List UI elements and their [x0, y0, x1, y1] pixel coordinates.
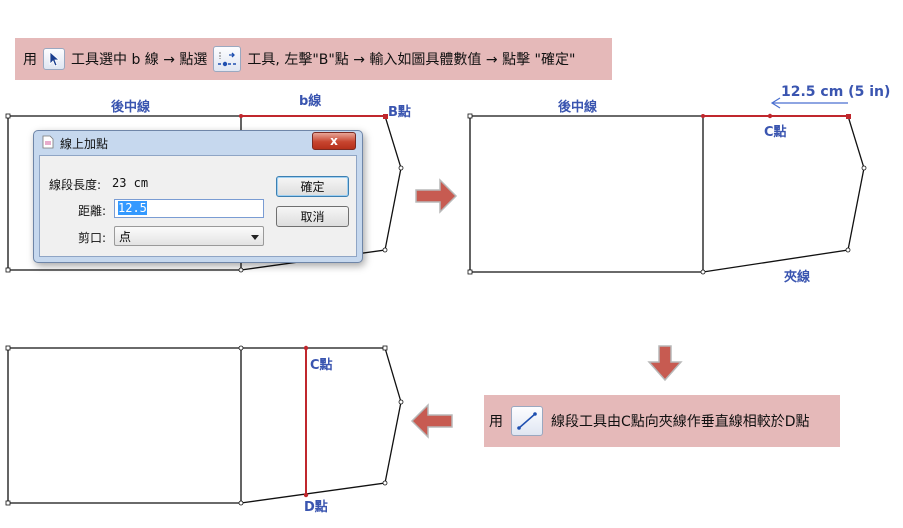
- distance-input[interactable]: 12.5: [114, 199, 264, 218]
- step2-text: 線段工具由C點向夾線作垂直線相較於D點: [551, 414, 810, 430]
- flow-arrow-right-icon: [415, 178, 458, 214]
- label-measure: 12.5 cm (5 in): [781, 84, 891, 100]
- flow-arrow-left-icon: [410, 403, 453, 439]
- step1-text-b: 工具, 左擊"B"點 → 輸入如圖具體數值 → 點擊 "確定": [247, 52, 576, 68]
- flow-arrow-down-icon: [647, 345, 683, 382]
- ok-button[interactable]: 確定: [276, 176, 349, 197]
- chevron-down-icon: [251, 229, 259, 243]
- step1-text-a: 工具選中 b 線 → 點選: [71, 52, 208, 68]
- label-c-point-top: C點: [764, 125, 787, 140]
- document-icon: [42, 135, 54, 152]
- dialog-body: 線段長度: 23 cm 距離: 12.5 剪口: 点 確定 取消: [39, 155, 357, 257]
- notch-label: 剪口:: [78, 231, 107, 245]
- instruction-step-2: 用 線段工具由C點向夾線作垂直線相較於D點: [484, 395, 840, 447]
- b-point-marker: [383, 114, 388, 119]
- label-back-center-line-1: 後中線: [111, 100, 151, 115]
- label-back-center-line-2: 後中線: [558, 100, 598, 115]
- label-b-line: b線: [299, 94, 322, 109]
- cancel-button[interactable]: 取消: [276, 206, 349, 227]
- segment-length-label: 線段長度:: [49, 178, 102, 192]
- segment-length-value: 23 cm: [112, 176, 149, 190]
- label-armhole-line: 夾線: [784, 270, 811, 285]
- step1-prefix: 用: [23, 52, 37, 68]
- label-c-point-bottom: C點: [310, 358, 333, 373]
- notch-select[interactable]: 点: [114, 226, 264, 246]
- pattern-piece-3: [5, 345, 404, 506]
- distance-input-value: 12.5: [118, 201, 147, 215]
- label-d-point: D點: [304, 500, 328, 515]
- pointer-arrow-icon: [43, 48, 65, 70]
- dialog-title: 線上加點: [60, 136, 109, 151]
- line-segment-icon: [511, 406, 543, 436]
- point-on-line-icon: [213, 46, 242, 72]
- distance-label: 距離:: [78, 204, 107, 218]
- dialog-titlebar[interactable]: 線上加點: [34, 131, 362, 155]
- add-point-dialog: 線上加點 x 線段長度: 23 cm 距離: 12.5 剪口: 点 確定 取消: [33, 130, 363, 263]
- c-point-marker: [767, 113, 773, 119]
- step2-prefix: 用: [489, 414, 503, 430]
- notch-select-value: 点: [119, 229, 132, 244]
- label-b-point: B點: [388, 105, 411, 120]
- dialog-close-button[interactable]: x: [312, 132, 356, 150]
- pattern-piece-2: [467, 97, 867, 275]
- instruction-step-1: 用 工具選中 b 線 → 點選 工具, 左擊"B"點 → 輸入如圖具體數值 → …: [15, 38, 612, 80]
